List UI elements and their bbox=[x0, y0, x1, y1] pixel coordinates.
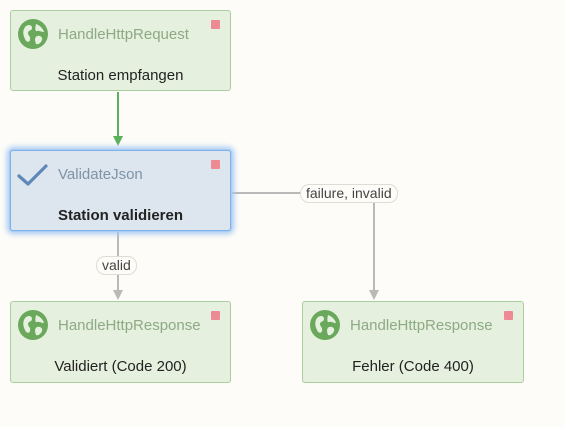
edge-label-failure[interactable]: failure, invalid bbox=[300, 184, 398, 203]
globe-icon bbox=[310, 310, 340, 340]
globe-icon bbox=[18, 19, 48, 49]
node-title: Station validieren bbox=[57, 207, 184, 224]
status-indicator bbox=[211, 20, 220, 29]
node-handle-http-response-error[interactable]: HandleHttpResponse Fehler (Code 400) bbox=[302, 301, 524, 383]
status-indicator bbox=[504, 311, 513, 320]
node-title: Validiert (Code 200) bbox=[54, 358, 187, 375]
node-validate-json[interactable]: ValidateJson Station validieren bbox=[10, 150, 231, 231]
edge-valid-arrow bbox=[113, 290, 123, 300]
node-type-label: HandleHttpResponse bbox=[58, 317, 201, 334]
status-indicator bbox=[211, 160, 220, 169]
edge-failure-arrow bbox=[369, 290, 379, 300]
edge-label-valid[interactable]: valid bbox=[96, 256, 137, 275]
node-handle-http-request[interactable]: HandleHttpRequest Station empfangen bbox=[10, 10, 231, 91]
checkmark-icon bbox=[17, 164, 48, 186]
globe-icon bbox=[18, 310, 48, 340]
node-type-label: HandleHttpRequest bbox=[58, 26, 189, 43]
node-handle-http-response-ok[interactable]: HandleHttpResponse Validiert (Code 200) bbox=[10, 301, 231, 383]
node-type-label: ValidateJson bbox=[58, 166, 143, 183]
edge-receive-to-validate-arrow bbox=[113, 136, 123, 146]
node-title: Station empfangen bbox=[57, 67, 184, 84]
status-indicator bbox=[211, 311, 220, 320]
node-type-label: HandleHttpResponse bbox=[350, 317, 493, 334]
node-title: Fehler (Code 400) bbox=[352, 358, 474, 375]
edge-failure[interactable] bbox=[232, 192, 375, 292]
